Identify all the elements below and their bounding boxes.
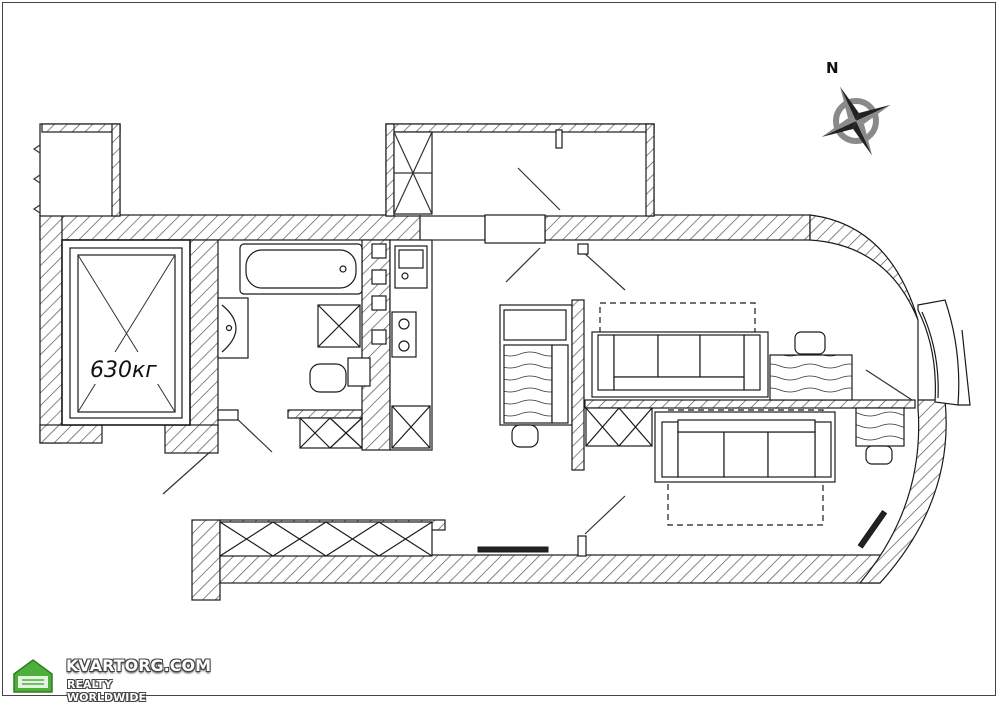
sofa-top [591, 302, 769, 398]
washbasin [217, 297, 249, 359]
partition-wall [584, 399, 916, 409]
radiators [477, 509, 888, 553]
toilet-tank [347, 357, 371, 387]
bedroom-furniture [499, 299, 585, 471]
kitchen [371, 239, 433, 451]
elevator-bottom-wall-2 [164, 424, 219, 454]
doorways [419, 214, 913, 557]
toilet [309, 363, 347, 393]
side-desk [855, 407, 905, 465]
balcony-left [32, 123, 121, 217]
sofa-bottom [654, 409, 836, 526]
watermark-tagline: REALTY WORLDWIDE [67, 678, 146, 704]
left-wall [39, 214, 63, 444]
bottom-wall [219, 554, 881, 584]
compass-rose-icon: N [821, 59, 891, 156]
elevator: 630кг [61, 239, 191, 426]
coffee-table [769, 331, 853, 401]
elevator-right-wall [189, 239, 219, 431]
wardrobe-low [585, 407, 653, 447]
balcony-top [385, 123, 655, 217]
top-wall-right [544, 214, 811, 241]
entry-door [162, 451, 211, 495]
bottom-wall-left [191, 519, 221, 601]
compass-north-label: N [826, 59, 839, 77]
watermark-logo: KVARTORG.COM REALTY WORLDWIDE [8, 654, 211, 704]
elevator-bottom-wall [39, 424, 103, 444]
bathroom [217, 243, 371, 453]
bay-window [917, 299, 971, 406]
elevator-capacity-label: 630кг [90, 358, 157, 383]
corridor-wardrobe [219, 519, 446, 557]
watermark-brand: KVARTORG.COM [66, 656, 211, 675]
house-logo-icon [13, 659, 53, 693]
right-curved-wall [809, 214, 947, 584]
top-wall-left [39, 214, 421, 241]
